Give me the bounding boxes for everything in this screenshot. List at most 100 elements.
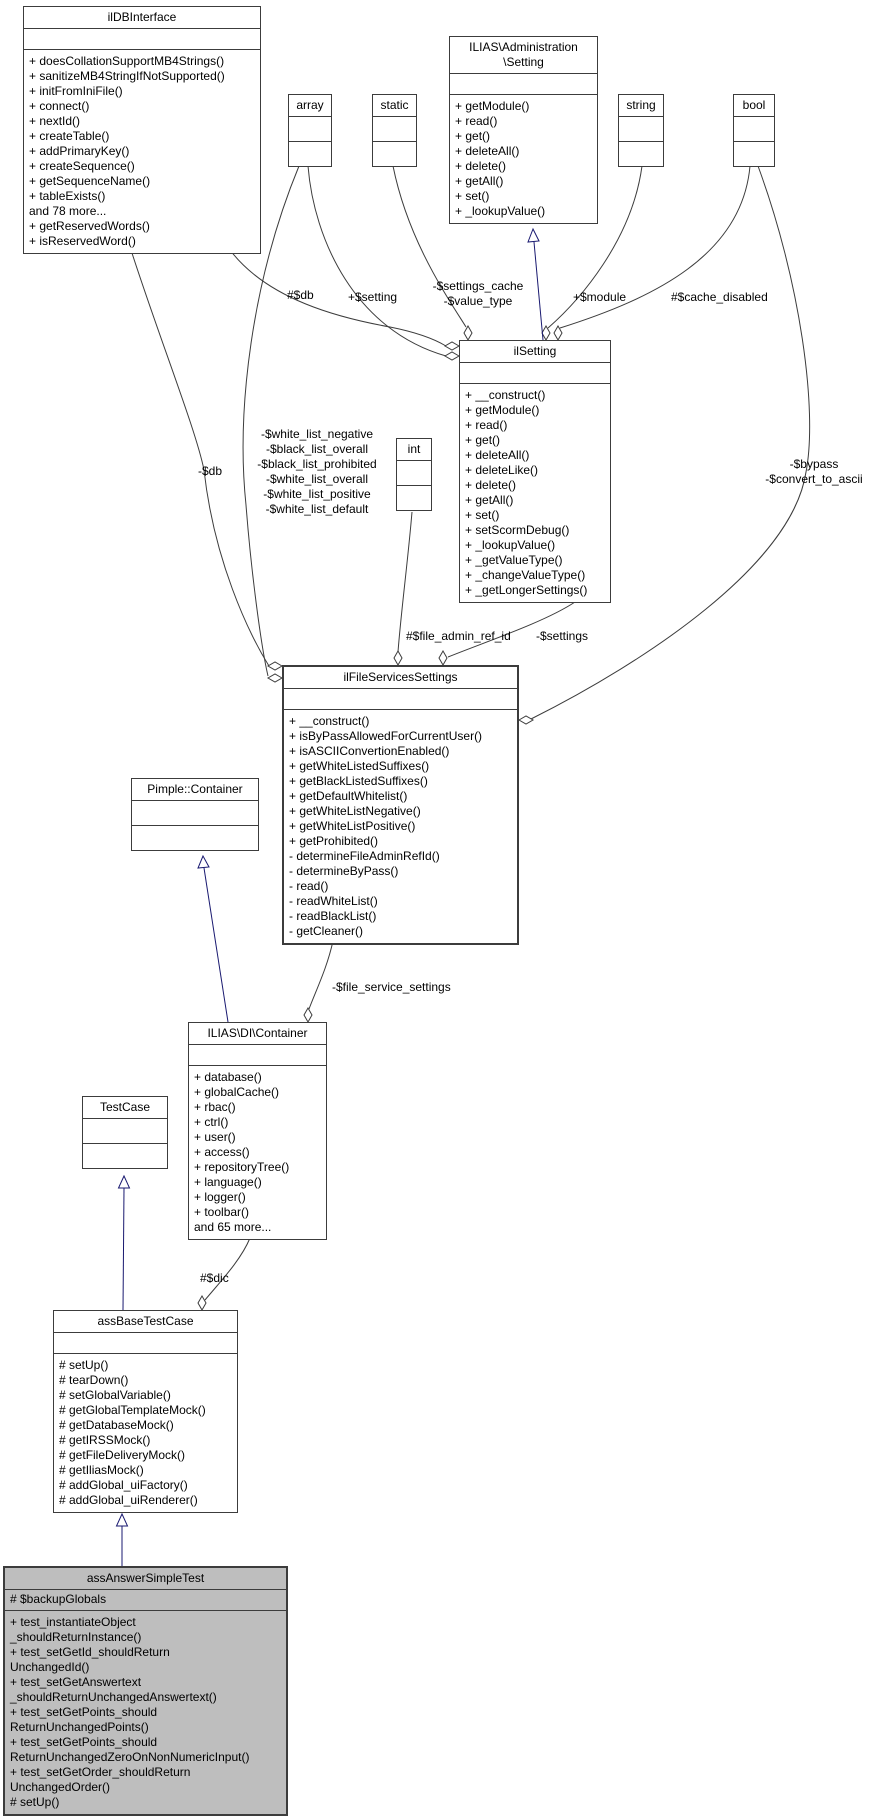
class-title: ilSetting [460, 341, 610, 363]
text-line: + logger() [194, 1190, 246, 1204]
text-line: -$value_type [443, 294, 513, 308]
text-line: + user() [194, 1130, 236, 1144]
class-assanswersimpletest[interactable]: assAnswerSimpleTest # $backupGlobals + t… [3, 1566, 288, 1816]
diamond-fss-dicontainer [303, 1006, 313, 1024]
edge-dicontainer-inherits-pimple [203, 867, 229, 1023]
text-line: + sanitizeMB4StringIfNotSupported() [29, 69, 225, 83]
class-attributes [24, 29, 260, 50]
text-line: -$settings_cache [432, 279, 524, 293]
text-line: # getIliasMock() [59, 1463, 144, 1477]
class-title: assAnswerSimpleTest [5, 1568, 286, 1590]
class-methods: # setUp()# tearDown()# setGlobalVariable… [54, 1354, 237, 1512]
text-line: UnchangedOrder() [10, 1780, 111, 1794]
empty-attributes [132, 801, 258, 826]
text-line: # getFileDeliveryMock() [59, 1448, 186, 1462]
arrow-inherit-pimple [197, 854, 210, 869]
class-ilfileservicessettings[interactable]: ilFileServicesSettings + __construct()+ … [282, 665, 519, 945]
text-line: + getReservedWords() [29, 219, 150, 233]
text-line: + tableExists() [29, 189, 106, 203]
text-line: + setScormDebug() [465, 523, 570, 537]
class-string[interactable]: string [618, 94, 664, 167]
text-line: ReturnUnchangedPoints() [10, 1720, 149, 1734]
edge-label-db-ilsetting: #$db [287, 288, 314, 302]
edge-label-db-fss: -$db [198, 464, 223, 478]
text-line: + _lookupValue() [465, 538, 556, 552]
class-methods: + __construct()+ isByPassAllowedForCurre… [284, 710, 517, 943]
class-array[interactable]: array [288, 94, 332, 167]
edge-array-to-fss [242, 165, 300, 677]
text-line: + test_setGetAnswertext [10, 1675, 142, 1689]
text-line: \Setting [503, 55, 544, 69]
empty-methods [619, 142, 663, 166]
edge-label-setting: +$setting [348, 290, 398, 304]
diamond-bool-fss [517, 715, 535, 725]
text-line: + globalCache() [194, 1085, 280, 1099]
class-title: int [397, 439, 431, 461]
text-line: -$white_list_negative [260, 427, 374, 441]
class-ilsetting[interactable]: ilSetting + __construct()+ getModule()+ … [459, 340, 611, 603]
class-testcase[interactable]: TestCase [82, 1096, 168, 1169]
class-title: ILIAS\DI\Container [189, 1023, 326, 1045]
edge-bool-to-ilsetting [559, 165, 751, 329]
class-assbasetestcase[interactable]: assBaseTestCase # setUp()# tearDown()# s… [53, 1310, 238, 1513]
class-pimple-container[interactable]: Pimple::Container [131, 778, 259, 851]
class-title: string [619, 95, 663, 117]
empty-methods [289, 142, 331, 166]
text-line: + deleteAll() [465, 448, 530, 462]
text-line: # tearDown() [59, 1373, 129, 1387]
class-title: assBaseTestCase [54, 1311, 237, 1333]
text-line: - determineFileAdminRefId() [289, 849, 440, 863]
text-line: _shouldReturnUnchangedAnswertext() [10, 1690, 217, 1704]
edge-bool-to-fss [530, 165, 811, 720]
class-int[interactable]: int [396, 438, 432, 511]
empty-attributes [619, 117, 663, 142]
class-attributes [284, 689, 517, 710]
empty-methods [373, 142, 416, 166]
text-line: + __construct() [465, 388, 546, 402]
text-line: + createSequence() [29, 159, 135, 173]
class-title: ILIAS\Administration\Setting [450, 37, 597, 74]
text-line: # setGlobalVariable() [59, 1388, 171, 1402]
empty-attributes [83, 1119, 167, 1144]
empty-attributes [289, 117, 331, 142]
class-ilias-di-container[interactable]: ILIAS\DI\Container + database()+ globalC… [188, 1022, 327, 1240]
class-methods: + database()+ globalCache()+ rbac()+ ctr… [189, 1066, 326, 1239]
class-static[interactable]: static [372, 94, 417, 167]
text-line: ReturnUnchangedZeroOnNonNumericInput() [10, 1750, 250, 1764]
arrow-inherit-assbase [115, 1512, 129, 1527]
text-line: + toolbar() [194, 1205, 250, 1219]
arrow-inherit-testcase [117, 1174, 131, 1189]
class-attributes [54, 1333, 237, 1354]
text-line: + getWhiteListPositive() [289, 819, 416, 833]
class-methods: + test_instantiateObject_shouldReturnIns… [5, 1611, 286, 1814]
class-title: TestCase [83, 1097, 167, 1119]
edge-array-to-ilsetting [307, 165, 447, 357]
text-line: -$black_list_overall [265, 442, 369, 456]
edge-label-file-admin-ref-id: #$file_admin_ref_id [406, 629, 511, 643]
class-ildbinterface[interactable]: ilDBInterface + doesCollationSupportMB4S… [23, 6, 261, 254]
text-line: + _getValueType() [465, 553, 563, 567]
text-line: + initFromIniFile() [29, 84, 123, 98]
edge-label-dic: #$dic [200, 1271, 229, 1285]
diamond-ilsetting-fss [438, 649, 448, 667]
class-title: array [289, 95, 331, 117]
class-ilias-administration-setting[interactable]: ILIAS\Administration\Setting + getModule… [449, 36, 598, 224]
text-line: + deleteLike() [465, 463, 539, 477]
class-attributes: # $backupGlobals [5, 1590, 286, 1611]
diamond-int-fss [393, 649, 403, 667]
text-line: + deleteAll() [455, 144, 520, 158]
empty-attributes [734, 117, 774, 142]
edge-label-module: +$module [573, 290, 627, 304]
class-attributes [450, 74, 597, 95]
text-line: -$white_list_overall [265, 472, 369, 486]
text-line: + _changeValueType() [465, 568, 586, 582]
text-line: + getWhiteListNegative() [289, 804, 421, 818]
text-line: + test_setGetId_shouldReturn [10, 1645, 170, 1659]
text-line: - determineByPass() [289, 864, 399, 878]
class-bool[interactable]: bool [733, 94, 775, 167]
edge-ilsetting-to-fss [447, 601, 576, 658]
text-line: + set() [455, 189, 490, 203]
empty-methods [132, 826, 258, 850]
empty-attributes [397, 461, 431, 486]
